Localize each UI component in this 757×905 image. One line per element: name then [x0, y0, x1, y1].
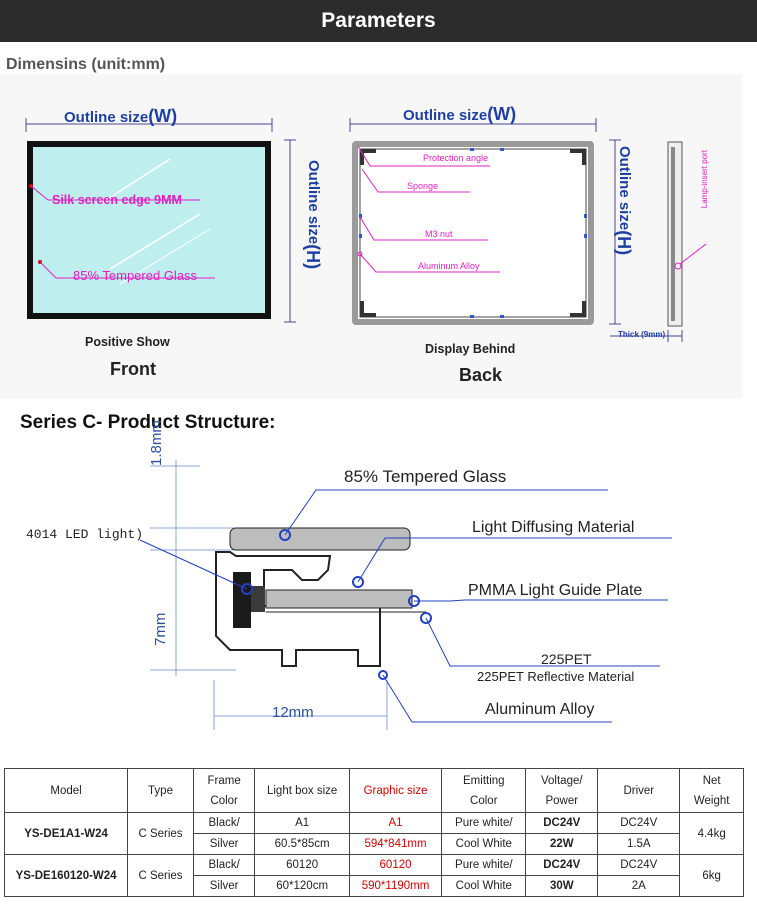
cell-model: YS-DE1A1-W24: [3, 812, 129, 855]
cell-frame: Silver: [192, 875, 256, 897]
back-outline-w-label: Outline size(W): [403, 104, 517, 124]
m3-nut-label: M3 nut: [425, 229, 453, 239]
cell-graphic: 60120: [348, 854, 443, 876]
front-caption: Positive Show: [85, 335, 170, 349]
cell-driver: DC24V: [597, 812, 681, 834]
back-diagram: [349, 118, 707, 342]
cell-voltage: 30W: [525, 875, 599, 897]
sponge-label: Sponge: [407, 181, 439, 191]
table-row: YS-DE1A1-W24 C Series Black/ A1 A1 Pure …: [3, 812, 744, 855]
lamp-insert-port-label: Lamp-insert port: [700, 150, 709, 209]
aluminum-alloy-label: Aluminum Alloy: [485, 701, 595, 718]
cell-driver: 2A: [597, 875, 681, 897]
cell-light-box: 60*120cm: [254, 875, 350, 897]
back-caption: Display Behind: [425, 342, 516, 356]
protection-angle-label: Protection angle: [423, 153, 489, 163]
header-driver: Driver: [597, 768, 681, 813]
cell-graphic: 590*1190mm: [348, 875, 443, 897]
pet-reflective-label: 225PET Reflective Material: [477, 669, 635, 684]
led-label: 4014 LED light): [26, 527, 144, 542]
cell-voltage: DC24V: [525, 812, 599, 834]
front-name: Front: [110, 359, 156, 379]
cell-driver: DC24V: [597, 854, 681, 876]
structure-title: Series C- Product Structure:: [20, 412, 276, 433]
cell-emitting: Pure white/: [441, 812, 527, 834]
cell-driver: 1.5A: [597, 833, 681, 855]
back-outline-h-label: Outline size(H): [614, 146, 634, 256]
cell-voltage: DC24V: [525, 854, 599, 876]
cell-graphic: A1: [348, 812, 443, 834]
cell-light-box: A1: [254, 812, 350, 834]
cell-emitting: Pure white/: [441, 854, 527, 876]
aluminum-alloy-back-label: Aluminum Alloy: [418, 261, 480, 271]
table-row: YS-DE160120-W24 C Series Black/ 60120 60…: [3, 854, 744, 897]
cell-type: C Series: [127, 812, 194, 855]
cell-light-box: 60.5*85cm: [254, 833, 350, 855]
front-diagram: [25, 118, 296, 323]
table-row: Silver 60*120cm 590*1190mm Cool White 30…: [5, 875, 744, 897]
dim-7mm-label: 7mm: [152, 612, 169, 646]
dimensions-title: Dimensins (unit:mm): [6, 56, 166, 73]
back-name: Back: [459, 365, 503, 385]
cell-emitting: Cool White: [441, 833, 527, 855]
tempered-glass-label: 85% Tempered Glass: [344, 467, 507, 486]
header-light-box: Light box size: [254, 768, 350, 813]
header-bar: Parameters: [0, 0, 757, 42]
pet-label: 225PET: [541, 651, 592, 667]
header-voltage: Voltage/Power: [525, 768, 599, 813]
cell-weight: 6kg: [679, 854, 744, 897]
header-model: Model: [3, 768, 129, 813]
cell-frame: Black/: [192, 812, 256, 834]
cell-emitting: Cool White: [441, 875, 527, 897]
dim-12mm-label: 12mm: [272, 704, 314, 721]
page-title: Parameters: [321, 9, 436, 32]
dim-1-8mm-label: 1.8mm: [148, 420, 165, 466]
cell-model: YS-DE160120-W24: [3, 854, 129, 897]
pmma-label: PMMA Light Guide Plate: [468, 582, 643, 599]
cell-voltage: 22W: [525, 833, 599, 855]
front-glass-label: 85% Tempered Glass: [73, 268, 198, 283]
cell-frame: Silver: [192, 833, 256, 855]
diffusing-label: Light Diffusing Material: [472, 519, 635, 536]
header-type: Type: [127, 768, 194, 813]
cell-frame: Black/: [192, 854, 256, 876]
cell-type: C Series: [127, 854, 194, 897]
front-outline-w-label: Outline size(W): [64, 106, 178, 126]
silk-screen-label: Silk screen edge 9MM: [52, 193, 182, 207]
header-graphic: Graphic size: [348, 768, 443, 813]
thick-label: Thick (9mm): [618, 330, 666, 339]
structure-diagram: [139, 460, 672, 730]
cell-weight: 4.4kg: [679, 812, 744, 855]
cell-light-box: 60120: [254, 854, 350, 876]
cell-graphic: 594*841mm: [348, 833, 443, 855]
front-outline-h-label: Outline size(H): [303, 160, 323, 270]
